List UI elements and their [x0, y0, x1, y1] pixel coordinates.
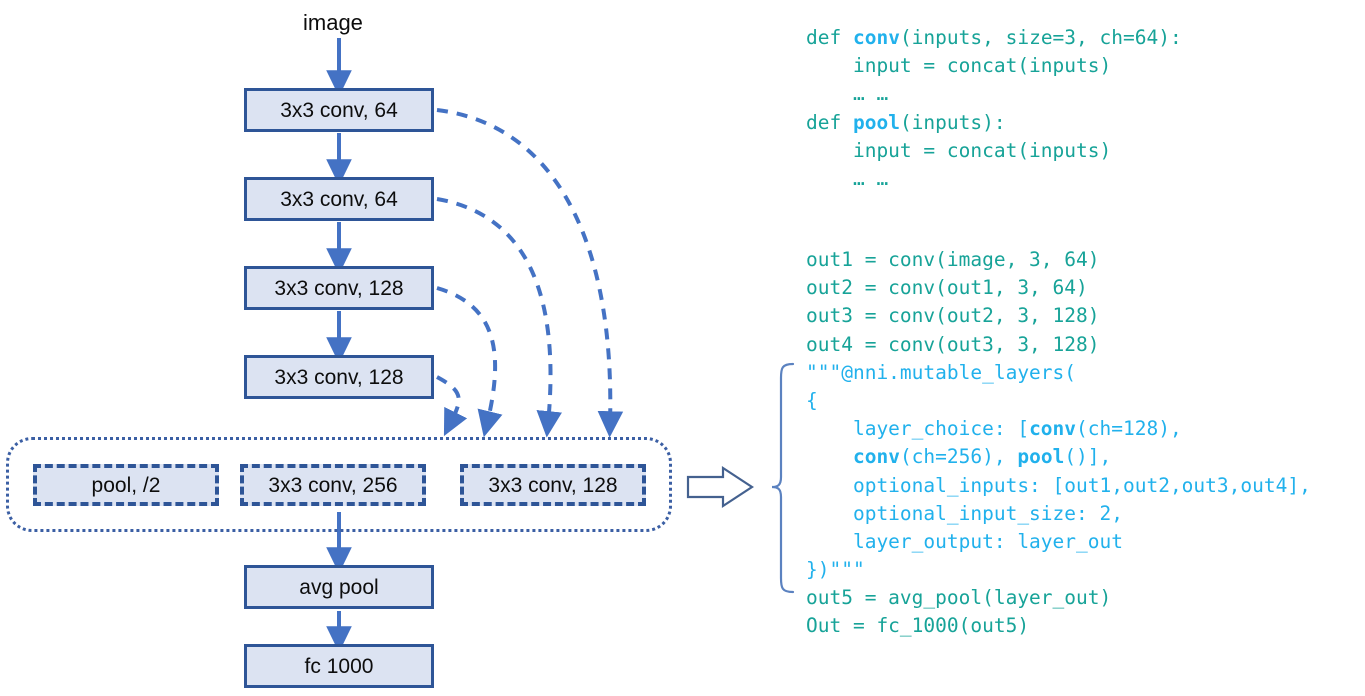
- code-model-line-14: Out = fc_1000(out5): [806, 614, 1030, 638]
- avg-pool-box[interactable]: avg pool: [244, 565, 434, 609]
- code-model-line-11: layer_output: layer_out: [806, 529, 1123, 553]
- fc-1000-box[interactable]: fc 1000: [244, 644, 434, 688]
- code-model-line-8: conv(ch=256), pool()],: [852, 445, 1112, 469]
- code-model-line-13: out5 = avg_pool(layer_out): [806, 586, 1112, 610]
- code-block-model: out1 = conv(image, 3, 64) out2 = conv(out…: [806, 246, 1365, 641]
- code-model-line-2: out2 = conv(out1, 3, 64): [806, 276, 1088, 300]
- input-label: image: [303, 10, 363, 35]
- code-model-line-9: optional_inputs: [out1,out2,out3,out4],: [806, 473, 1311, 497]
- code-model-line-1: out1 = conv(image, 3, 64): [806, 248, 1100, 271]
- code-def-line-4: def pool(inputs):: [806, 110, 1006, 134]
- code-model-line-3: out3 = conv(out2, 3, 128): [806, 304, 1100, 328]
- code-model-line-4: out4 = conv(out3, 3, 128): [806, 332, 1100, 356]
- mutable-layer-container: [6, 437, 672, 532]
- conv-box-2[interactable]: 3x3 conv, 64: [244, 177, 434, 221]
- code-model-line-12: })""": [806, 558, 865, 582]
- code-def-line-1: def conv(inputs, size=3, ch=64):: [806, 26, 1182, 49]
- mutable-choice-pool[interactable]: pool, /2: [33, 464, 219, 506]
- code-def-line-6: … …: [806, 166, 889, 190]
- mutable-choice-conv-128[interactable]: 3x3 conv, 128: [460, 464, 646, 506]
- mutable-choice-conv-256[interactable]: 3x3 conv, 256: [240, 464, 426, 506]
- skip-connection-curves: [436, 108, 624, 438]
- code-group-brace: [771, 362, 795, 594]
- code-block-definitions: def conv(inputs, size=3, ch=64): input =…: [806, 24, 1365, 193]
- code-model-line-7: layer_choice: [conv(ch=128),: [806, 417, 1182, 441]
- conv-box-4[interactable]: 3x3 conv, 128: [244, 355, 434, 399]
- code-def-line-2: input = concat(inputs): [806, 54, 1112, 78]
- code-model-line-6: {: [806, 388, 818, 412]
- conv-box-3[interactable]: 3x3 conv, 128: [244, 266, 434, 310]
- code-def-line-3: … …: [806, 82, 889, 106]
- code-def-line-5: input = concat(inputs): [806, 138, 1112, 162]
- conv-box-1[interactable]: 3x3 conv, 64: [244, 88, 434, 132]
- code-model-line-5: """@nni.mutable_layers(: [806, 360, 1077, 384]
- block-arrow-icon: [686, 465, 755, 509]
- code-model-line-10: optional_input_size: 2,: [806, 501, 1123, 525]
